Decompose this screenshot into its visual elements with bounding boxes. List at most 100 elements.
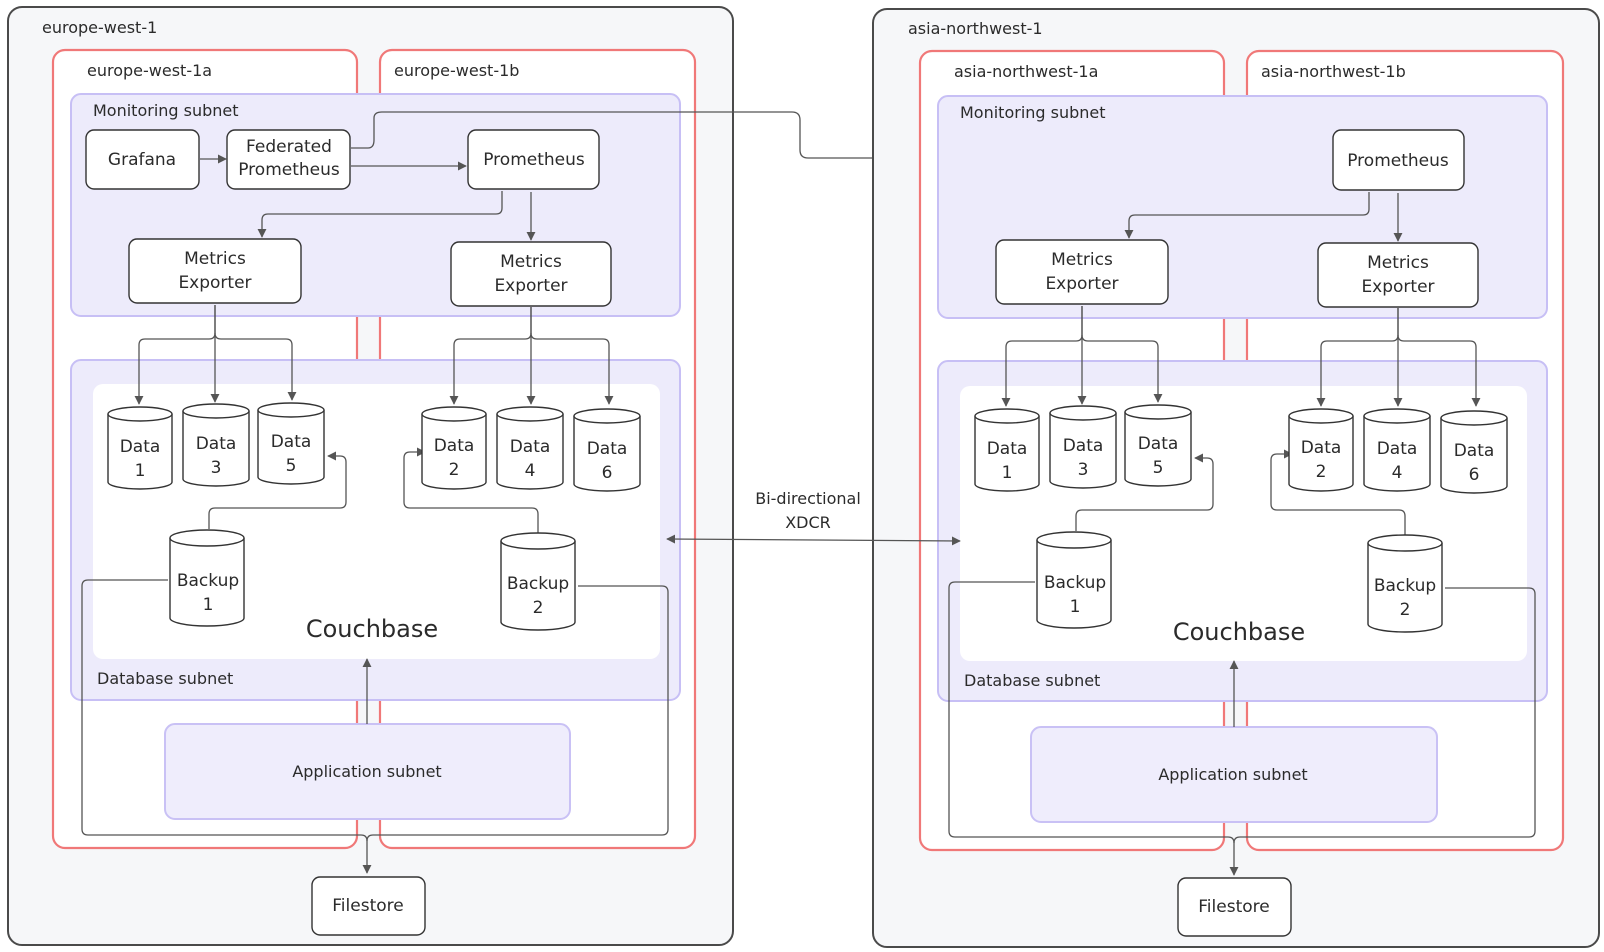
metrics-exporter-box bbox=[1317, 242, 1479, 308]
xdcr-label-line1: Bi-directional bbox=[755, 489, 861, 508]
data-node-label-line1: Data bbox=[1377, 439, 1418, 459]
database-subnet-label: Database subnet bbox=[964, 671, 1100, 690]
data-node: Data 6 bbox=[1440, 410, 1508, 494]
data-node-label-line1: Data bbox=[271, 432, 312, 452]
metrics-exporter-box bbox=[995, 239, 1169, 305]
edge-prometheus-exporter-1 bbox=[257, 191, 503, 238]
cylinder-top bbox=[169, 529, 245, 547]
cylinder-top bbox=[1288, 408, 1354, 424]
metrics-exporter-label-line1: Metrics bbox=[1367, 253, 1429, 273]
filestore-label: Filestore bbox=[1198, 897, 1269, 917]
metrics-exporter-node: Metrics Exporter bbox=[1317, 242, 1479, 308]
backup-node-label-line2: 1 bbox=[203, 595, 214, 615]
cylinder-body bbox=[421, 414, 487, 490]
cylinder-body bbox=[257, 410, 325, 485]
cylinder-top bbox=[182, 403, 250, 419]
cylinder-body bbox=[500, 541, 576, 631]
edges bbox=[948, 192, 1536, 876]
edge-exporter-data-6 bbox=[530, 332, 614, 405]
data-node-label-line2: 4 bbox=[525, 461, 536, 481]
filestore-box bbox=[311, 876, 426, 936]
data-node-label-line2: 5 bbox=[286, 456, 297, 476]
backup-node-label-line1: Backup bbox=[1044, 573, 1106, 593]
data-node: Data 5 bbox=[257, 402, 325, 485]
prometheus-box bbox=[1332, 129, 1465, 191]
data-node-label-line1: Data bbox=[987, 439, 1028, 459]
prometheus-node: Prometheus bbox=[1332, 129, 1465, 191]
cylinder-body bbox=[573, 416, 641, 492]
metrics-exporter-label-line1: Metrics bbox=[1051, 250, 1113, 270]
monitoring-subnet-label: Monitoring subnet bbox=[93, 101, 239, 120]
backup-node-label-line2: 1 bbox=[1070, 597, 1081, 617]
cylinder-top bbox=[1363, 408, 1431, 424]
filestore-label: Filestore bbox=[332, 896, 403, 916]
xdcr-link: Bi-directional XDCR bbox=[666, 489, 961, 546]
data-node-label-line1: Data bbox=[434, 436, 475, 456]
edge-federated-to-remote-prometheus bbox=[351, 111, 1332, 163]
data-node: Data 5 bbox=[1124, 404, 1192, 487]
edge-backup-2-filestore bbox=[366, 585, 669, 842]
cylinder-body bbox=[1049, 413, 1117, 489]
cylinder-top bbox=[1036, 531, 1112, 549]
region-label: asia-northwest-1 bbox=[908, 19, 1043, 38]
data-node-label-line2: 2 bbox=[449, 460, 460, 480]
backup-node: Backup 2 bbox=[500, 532, 576, 631]
edges bbox=[81, 111, 1332, 874]
cylinder-top bbox=[1440, 410, 1508, 426]
prometheus-node: Prometheus bbox=[467, 129, 600, 190]
grafana-node: Grafana bbox=[85, 129, 200, 190]
region-europe-west-1: europe-west-1 europe-west-1a europe-west… bbox=[7, 6, 1332, 946]
data-node-label-line1: Data bbox=[1454, 441, 1495, 461]
backup-node: Backup 1 bbox=[1036, 531, 1112, 629]
metrics-exporter-label-line1: Metrics bbox=[184, 249, 246, 269]
data-node-label-line2: 5 bbox=[1153, 458, 1164, 478]
zone-label: europe-west-1a bbox=[87, 61, 212, 80]
data-node-label-line2: 2 bbox=[1316, 462, 1327, 482]
edge-backup-1-filestore bbox=[81, 579, 372, 874]
cylinder-body bbox=[1440, 418, 1508, 494]
cylinder-body bbox=[1124, 412, 1192, 487]
edge-backup-1-filestore bbox=[948, 581, 1239, 876]
backup-node: Backup 1 bbox=[169, 529, 245, 627]
data-node-label-line2: 1 bbox=[135, 461, 146, 481]
metrics-exporter-label-line2: Exporter bbox=[1045, 274, 1118, 294]
filestore-box bbox=[1177, 877, 1292, 937]
cylinder-body bbox=[182, 411, 250, 487]
grafana-box bbox=[85, 129, 200, 190]
data-node-label-line1: Data bbox=[120, 437, 161, 457]
data-node-label-line2: 6 bbox=[602, 463, 613, 483]
zone-label: asia-northwest-1b bbox=[1261, 62, 1406, 81]
edge-backup-2-data bbox=[1270, 449, 1406, 535]
metrics-exporter-node: Metrics Exporter bbox=[128, 238, 302, 304]
data-node: Data 3 bbox=[1049, 405, 1117, 489]
prometheus-box bbox=[467, 129, 600, 190]
zone-label: europe-west-1b bbox=[394, 61, 519, 80]
region-label: europe-west-1 bbox=[42, 18, 157, 37]
data-node-label-line1: Data bbox=[1063, 436, 1104, 456]
data-node-label-line1: Data bbox=[1301, 438, 1342, 458]
data-node: Data 4 bbox=[1363, 408, 1431, 492]
prometheus-label: Prometheus bbox=[483, 150, 585, 170]
metrics-exporter-label-line1: Metrics bbox=[500, 252, 562, 272]
xdcr-arrow bbox=[666, 534, 961, 546]
data-node: Data 2 bbox=[1288, 408, 1354, 492]
data-node-label-line2: 3 bbox=[211, 458, 222, 478]
cylinder-top bbox=[1124, 404, 1192, 420]
region-asia-northwest-1: asia-northwest-1 asia-northwest-1a asia-… bbox=[872, 8, 1600, 948]
cylinder-body bbox=[974, 416, 1040, 492]
metrics-exporter-box bbox=[128, 238, 302, 304]
cylinder-top bbox=[496, 406, 564, 422]
application-subnet-label: Application subnet bbox=[292, 762, 441, 781]
data-node-label-line2: 4 bbox=[1392, 463, 1403, 483]
zone-label: asia-northwest-1a bbox=[954, 62, 1098, 81]
cylinder-top bbox=[573, 408, 641, 424]
data-node-label-line1: Data bbox=[587, 439, 628, 459]
edge-exporter-data-5 bbox=[214, 332, 297, 401]
backup-node: Backup 2 bbox=[1367, 534, 1443, 633]
metrics-exporter-label-line2: Exporter bbox=[1361, 277, 1434, 297]
monitoring-subnet-label: Monitoring subnet bbox=[960, 103, 1106, 122]
data-node-label-line2: 6 bbox=[1469, 465, 1480, 485]
cylinder-top bbox=[974, 408, 1040, 424]
filestore-node: Filestore bbox=[311, 876, 426, 936]
